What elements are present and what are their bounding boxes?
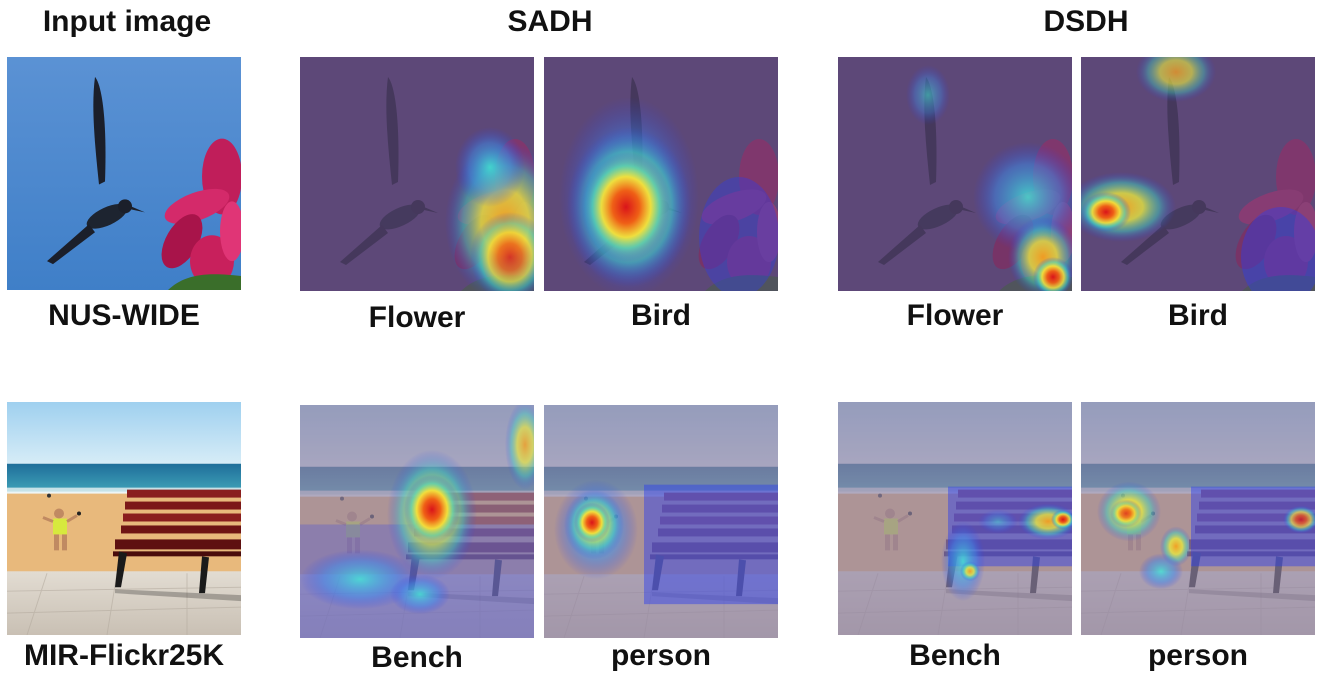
dataset-label-mir-flickr25k: MIR-Flickr25K <box>23 639 225 672</box>
dsdh-person-heatmap <box>1081 402 1315 635</box>
sadh-caption-bird: Bird <box>631 299 691 332</box>
dsdh-flower-heatmap <box>838 57 1072 291</box>
sadh-bird-heatmap <box>544 57 778 291</box>
dataset-label-nus-wide: NUS-WIDE <box>48 299 200 332</box>
sadh-caption-person: person <box>610 639 712 672</box>
dsdh-caption-bench: Bench <box>909 639 1001 672</box>
input-image-bird <box>7 57 241 290</box>
dsdh-caption-person: person <box>1147 639 1249 672</box>
sadh-caption-bench: Bench <box>371 641 463 674</box>
sadh-person-heatmap <box>544 405 778 638</box>
input-image-header: Input image <box>42 5 212 38</box>
sadh-header: SADH <box>507 5 593 38</box>
dsdh-caption-flower: Flower <box>906 299 1004 332</box>
dsdh-header: DSDH <box>1043 5 1129 38</box>
sadh-flower-heatmap <box>300 57 534 291</box>
dsdh-bird-heatmap <box>1081 57 1315 291</box>
sadh-bench-heatmap <box>300 405 534 638</box>
input-image-beach <box>7 402 241 635</box>
sadh-caption-flower: Flower <box>368 301 466 334</box>
dsdh-bench-heatmap <box>838 402 1072 635</box>
dsdh-caption-bird: Bird <box>1168 299 1228 332</box>
